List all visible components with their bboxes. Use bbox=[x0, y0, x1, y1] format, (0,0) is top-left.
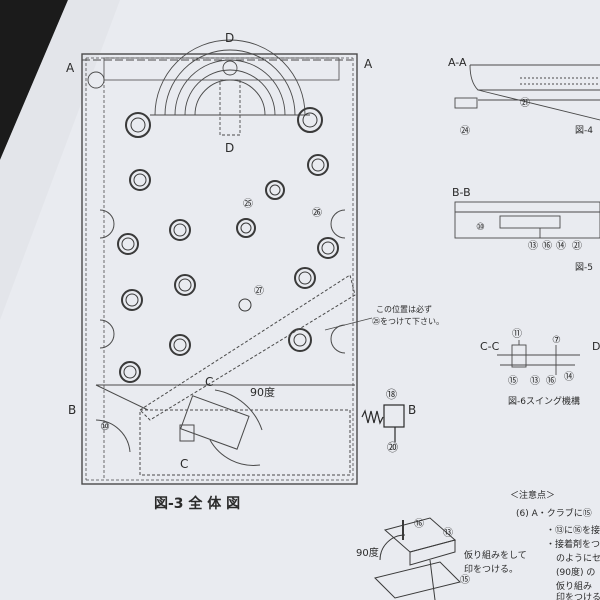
view-bb-part-14: ⑭ bbox=[556, 240, 566, 252]
assembly-sketch bbox=[374, 517, 461, 600]
view-cc-part-13: ⑬ bbox=[530, 375, 540, 387]
part-20: ⑳ bbox=[387, 441, 398, 454]
section-a-right: A bbox=[364, 57, 373, 71]
board-outline bbox=[81, 53, 358, 485]
notes-line-1: (6) A・クラブに⑮ bbox=[516, 507, 592, 519]
part-27: ㉗ bbox=[254, 285, 264, 297]
section-a-left: A bbox=[66, 61, 75, 75]
section-d-top: D bbox=[225, 31, 234, 45]
peg bbox=[129, 169, 151, 191]
view-cc-part-11: ⑪ bbox=[512, 328, 522, 340]
assembly-angle: 90度 bbox=[356, 546, 379, 559]
view-bb-part-16: ⑯ bbox=[542, 240, 552, 252]
view-cc-title: C-C bbox=[480, 340, 500, 353]
main-caption: 図-3 全 体 図 bbox=[154, 495, 240, 512]
ramp bbox=[95, 274, 356, 476]
assembly-part-15: ⑮ bbox=[460, 574, 470, 586]
notes-line-6: 仮り組み bbox=[556, 580, 592, 592]
view-cc-caption: 図-6スイング機構 bbox=[508, 395, 580, 407]
part-18: ⑱ bbox=[386, 388, 397, 401]
peg bbox=[265, 180, 285, 200]
part-25: ㉕ bbox=[243, 198, 253, 210]
part-10: ⑩ bbox=[100, 420, 110, 433]
section-b-left: B bbox=[68, 403, 76, 417]
notes-line-7: 印をつける bbox=[556, 591, 600, 600]
peg bbox=[236, 218, 256, 238]
section-b-right: B bbox=[408, 403, 416, 417]
peg bbox=[169, 219, 191, 241]
view-cc-part-15: ⑮ bbox=[508, 375, 518, 387]
angle-label: 90度 bbox=[250, 385, 275, 399]
peg bbox=[294, 267, 316, 289]
view-cc-part-14: ⑭ bbox=[564, 371, 574, 383]
section-d-mid: D bbox=[225, 141, 234, 155]
peg bbox=[121, 289, 143, 311]
view-bb-title: B-B bbox=[452, 186, 471, 199]
notes-line-5: (90度) の bbox=[556, 566, 595, 578]
notes-line-4: のようにセ bbox=[556, 553, 600, 564]
spring-assembly bbox=[361, 404, 405, 442]
view-bb bbox=[454, 201, 600, 239]
view-aa-title: A-A bbox=[448, 56, 467, 69]
section-c-upper: C bbox=[205, 375, 213, 389]
assembly-part-13: ⑬ bbox=[443, 527, 453, 539]
hole bbox=[238, 298, 252, 312]
peg bbox=[307, 154, 329, 176]
view-cc bbox=[497, 340, 580, 375]
assembly-part-16: ⑯ bbox=[414, 518, 424, 530]
view-bb-part-13: ⑬ bbox=[528, 240, 538, 252]
view-bb-caption: 図-5 bbox=[575, 262, 593, 273]
section-c-lower: C bbox=[180, 457, 188, 471]
peg bbox=[169, 334, 191, 356]
view-aa-part-24: ㉔ bbox=[460, 125, 470, 137]
section-marks bbox=[82, 59, 352, 89]
view-aa-caption: 図-4 bbox=[575, 125, 593, 136]
peg bbox=[174, 274, 196, 296]
notes-heading: ＜注意点＞ bbox=[510, 489, 555, 501]
assembly-instruction-1: 仮り組みをして bbox=[464, 549, 527, 561]
position-note-line-1: この位置は必ず bbox=[376, 304, 432, 314]
view-cc-part-7: ⑦ bbox=[552, 335, 561, 346]
view-bb-part-21: ㉑ bbox=[572, 240, 582, 252]
note-leader bbox=[324, 317, 373, 331]
notes-line-2: ・⑬に⑯を接 bbox=[546, 524, 600, 536]
peg bbox=[119, 361, 141, 383]
peg bbox=[117, 233, 139, 255]
part-26: ㉖ bbox=[312, 207, 322, 219]
peg bbox=[288, 328, 312, 352]
view-cc-part-16: ⑯ bbox=[546, 375, 556, 387]
notes-line-3: ・接着剤をつ bbox=[546, 538, 600, 550]
paper-shadow bbox=[0, 0, 120, 320]
view-bb-part-10: ⑩ bbox=[476, 222, 485, 233]
view-cc-d: D bbox=[592, 340, 600, 353]
position-note-line-2: ㉕をつけて下さい。 bbox=[372, 317, 444, 326]
peg bbox=[125, 112, 151, 138]
view-aa-part-21: ㉑ bbox=[520, 97, 530, 109]
assembly-instruction-2: 印をつける。 bbox=[464, 563, 518, 575]
peg-group bbox=[117, 107, 339, 383]
peg bbox=[297, 107, 323, 133]
peg bbox=[317, 237, 339, 259]
view-aa bbox=[454, 64, 600, 121]
